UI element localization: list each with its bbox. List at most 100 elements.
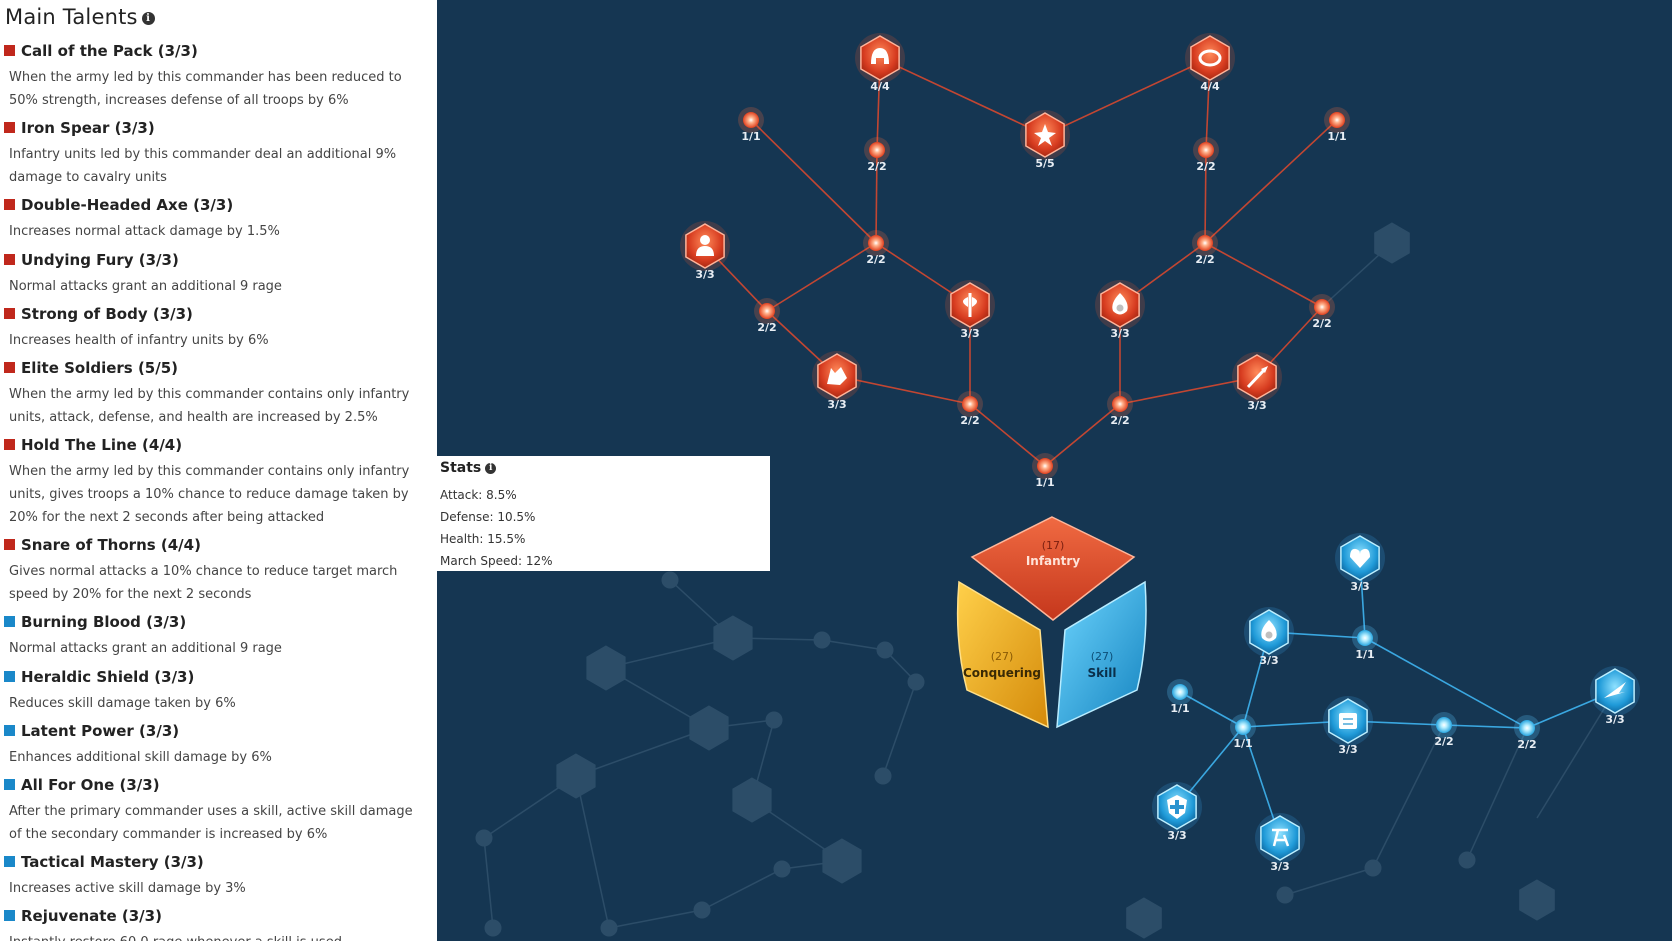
talent-tree-canvas[interactable]: 4/4 4/4 5/5 1/1 1/1 2/2 2/2 3/3 2/2 2/2 2/2 3/3 3/3 2… <box>437 0 1672 941</box>
talent-point-node[interactable]: 2/2 <box>1192 230 1218 266</box>
skill-label: Skill <box>1088 666 1117 680</box>
talent-node[interactable]: 3/3 <box>680 221 730 281</box>
conquering-segment[interactable] <box>956 580 1049 729</box>
stat-march-speed: March Speed: 12% <box>440 554 553 568</box>
star-burst-icon <box>1034 124 1056 146</box>
inactive-link <box>701 868 783 911</box>
talent-node[interactable]: 3/3 <box>1335 533 1385 593</box>
skill-links <box>1176 557 1616 839</box>
infantry-segment[interactable] <box>970 516 1136 621</box>
talent-description: Increases normal attack damage by 1.5% <box>9 224 280 239</box>
infantry-square-icon <box>4 308 15 319</box>
inactive-link <box>882 681 917 777</box>
talent-point-node[interactable]: 1/1 <box>1230 714 1256 750</box>
node-level-label: 3/3 <box>960 327 979 340</box>
talent-name: Iron Spear (3/3) <box>4 119 155 137</box>
node-level-label: 1/1 <box>1327 130 1346 143</box>
talent-description: Enhances additional skill damage by 6% <box>9 750 272 765</box>
talent-description: When the army led by this commander has … <box>9 70 402 108</box>
inactive-link <box>575 727 710 777</box>
talent-description: Infantry units led by this commander dea… <box>9 147 397 185</box>
talent-name: Strong of Body (3/3) <box>4 305 193 323</box>
talent-point-node[interactable]: 1/1 <box>1032 453 1058 489</box>
inactive-link <box>605 637 734 669</box>
inactive-link <box>751 799 843 862</box>
talent-node[interactable]: 3/3 <box>945 280 995 340</box>
node-level-label: 3/3 <box>1270 860 1289 873</box>
node-level-label: 2/2 <box>867 160 886 173</box>
talent-name-text: Strong of Body (3/3) <box>21 305 193 323</box>
node-level-label: 2/2 <box>1110 414 1129 427</box>
inactive-link <box>821 639 886 651</box>
flame-icon <box>1261 620 1277 642</box>
talent-name-text: Heraldic Shield (3/3) <box>21 668 195 686</box>
talent-node[interactable]: 3/3 <box>1152 782 1202 842</box>
node-level-label: 3/3 <box>1259 654 1278 667</box>
inactive-point-node <box>661 571 679 589</box>
talent-tree[interactable]: 4/4 4/4 5/5 1/1 1/1 2/2 2/2 3/3 2/2 2/2 2/2 3/3 3/3 2… <box>437 0 1672 941</box>
inactive-talent-node <box>1374 222 1410 264</box>
talent-point-node[interactable]: 1/1 <box>1352 625 1378 661</box>
talent-point-node[interactable]: 2/2 <box>1193 137 1219 173</box>
talent-name-text: Rejuvenate (3/3) <box>21 907 162 925</box>
talent-node[interactable]: 3/3 <box>1244 607 1294 667</box>
stat-defense: Defense: 10.5% <box>440 510 536 524</box>
tree-link <box>836 375 971 405</box>
talent-point-node[interactable]: 2/2 <box>1431 712 1457 748</box>
infantry-square-icon <box>4 539 15 550</box>
talent-node[interactable]: 3/3 <box>812 351 862 411</box>
talent-node[interactable]: 3/3 <box>1095 280 1145 340</box>
node-level-label: 2/2 <box>1434 735 1453 748</box>
spear-icon <box>1246 366 1268 389</box>
inactive-talent-node <box>732 777 772 823</box>
infantry-count: (17) <box>1042 539 1065 552</box>
infantry-nodes: 4/4 4/4 5/5 1/1 1/1 2/2 2/2 3/3 2/2 2/2 2/2 3/3 3/3 2… <box>680 33 1350 489</box>
inactive-link <box>575 775 610 929</box>
talent-point-node[interactable]: 2/2 <box>1514 715 1540 751</box>
ring-icon <box>1198 49 1222 67</box>
tree-link <box>1179 691 1244 728</box>
talent-point-node[interactable]: 1/1 <box>738 107 764 143</box>
wolf-icon <box>827 367 847 385</box>
talent-point-node[interactable]: 1/1 <box>1324 107 1350 143</box>
skill-segment[interactable] <box>1056 580 1147 729</box>
talent-name: Undying Fury (3/3) <box>4 251 179 269</box>
talent-node[interactable]: 5/5 <box>1020 110 1070 170</box>
talent-node[interactable]: 3/3 <box>1323 696 1373 756</box>
inactive-point-node <box>874 767 892 785</box>
info-icon[interactable]: i <box>485 462 497 474</box>
scroll-icon <box>1339 713 1357 729</box>
talent-node[interactable]: 3/3 <box>1232 352 1282 412</box>
talent-node[interactable]: 3/3 <box>1255 813 1305 873</box>
talent-node[interactable]: 4/4 <box>855 33 905 93</box>
talent-point-node[interactable]: 1/1 <box>1167 679 1193 715</box>
talent-point-node[interactable]: 2/2 <box>957 391 983 427</box>
node-level-label: 2/2 <box>1195 253 1214 266</box>
talent-name-text: Double-Headed Axe (3/3) <box>21 196 234 214</box>
node-level-label: 2/2 <box>960 414 979 427</box>
info-icon[interactable]: i <box>141 11 155 25</box>
talent-name-text: Snare of Thorns (4/4) <box>21 536 201 554</box>
talent-node[interactable]: 4/4 <box>1185 33 1235 93</box>
inactive-talent-node <box>689 705 729 751</box>
node-level-label: 3/3 <box>1167 829 1186 842</box>
talent-center-hub[interactable]: (17) Infantry (27) Conquering (27) Skill <box>956 516 1147 729</box>
node-level-label: 3/3 <box>1110 327 1129 340</box>
inactive-link <box>608 909 703 929</box>
node-level-label: 4/4 <box>1200 80 1220 93</box>
node-level-label: 1/1 <box>1355 648 1374 661</box>
talent-point-node[interactable]: 2/2 <box>864 137 890 173</box>
inactive-link <box>751 719 775 801</box>
talent-node[interactable]: 3/3 <box>1590 666 1640 726</box>
stat-health: Health: 15.5% <box>440 532 526 546</box>
talent-point-node[interactable]: 2/2 <box>1309 294 1335 330</box>
infantry-square-icon <box>4 362 15 373</box>
inactive-point-node <box>876 641 894 659</box>
talent-point-node[interactable]: 2/2 <box>754 298 780 334</box>
talent-point-node[interactable]: 2/2 <box>1107 391 1133 427</box>
inactive-link <box>483 775 577 839</box>
talent-point-node[interactable]: 2/2 <box>863 230 889 266</box>
